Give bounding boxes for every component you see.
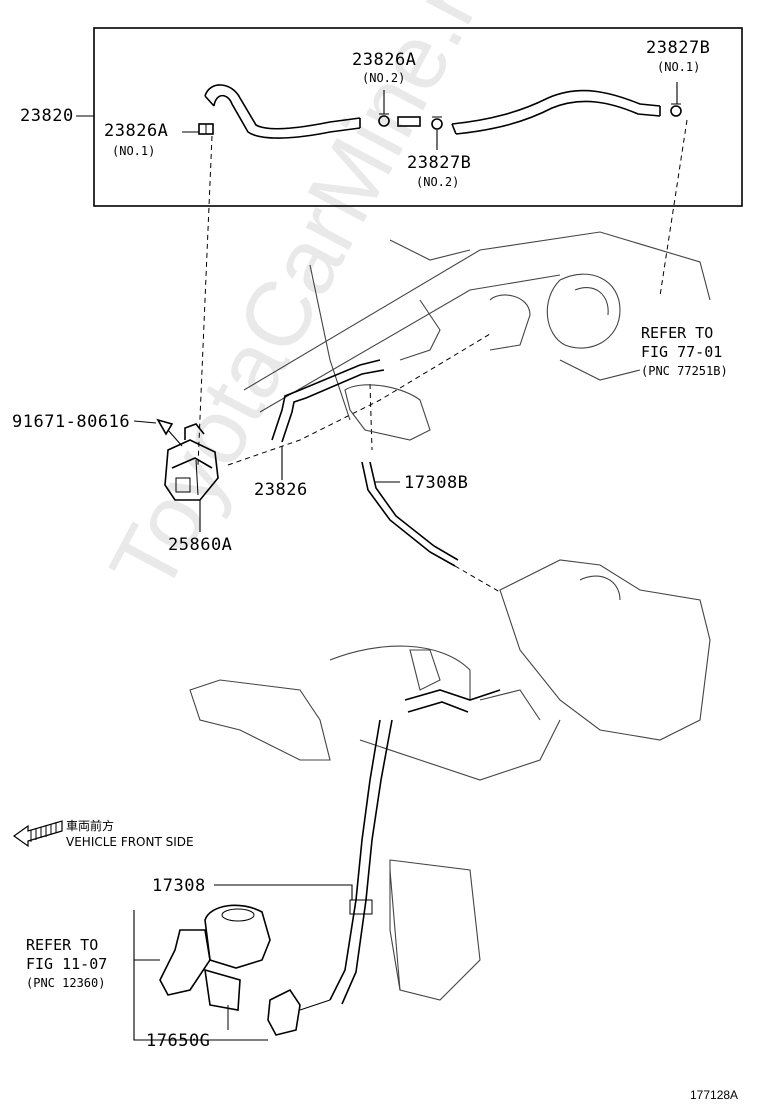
callout-23826A-no2-sub: (NO.2) [362,71,406,85]
vsv-25860A [164,423,219,501]
callout-23827B-no2-sub: (NO.2) [416,175,460,189]
callout-23826A-no1-sub: (NO.1) [112,144,156,158]
refer-line1: REFER TO [641,324,714,342]
refer-pnc: (PNC 77251B) [641,364,728,378]
clip-23827B-no2 [431,116,443,130]
callout-23827B-no1-sub: (NO.1) [657,60,701,74]
direction-note: 車両前方 VEHICLE FRONT SIDE [66,818,194,850]
clip-23826A-no1 [198,123,214,135]
front-arrow-icon [12,820,63,848]
callout-23827B-no2: 23827B [407,153,472,173]
callout-91671-80616: 91671-80616 [12,412,131,432]
callout-23826A-no2: 23826A [352,50,417,70]
direction-note-en: VEHICLE FRONT SIDE [66,835,194,849]
bolt-91671 [156,418,183,447]
callout-17650G: 17650G [146,1031,211,1051]
hose-23826 [271,359,385,443]
connector-pipe [397,116,421,127]
engine-outline [243,231,711,441]
callout-25860A: 25860A [168,535,233,555]
refer-line2: FIG 11-07 [26,955,108,973]
hose-17308B [361,461,459,567]
canister-assembly [159,904,331,1036]
refer-line2: FIG 77-01 [641,343,723,361]
refer-fig-11-07: REFER TO FIG 11-07 (PNC 12360) [26,936,107,993]
callout-17308B: 17308B [404,473,469,493]
refer-fig-77-01: REFER TO FIG 77-01 (PNC 77251B) [641,324,728,381]
clip-23827B-no1 [670,103,682,117]
diagram-code: 177128A [690,1088,739,1102]
callout-23820: 23820 [20,106,74,126]
fuel-tank-outline [189,559,711,1001]
hose-kit-box [93,27,743,207]
hose-left [204,84,361,139]
callout-17308: 17308 [152,876,206,896]
hose-right [451,89,661,135]
refer-pnc: (PNC 12360) [26,976,106,990]
hose-17308 [329,689,501,1005]
refer-line1: REFER TO [26,936,99,954]
callout-23826A-no1: 23826A [104,121,169,141]
callout-23826: 23826 [254,480,308,500]
callout-23827B-no1: 23827B [646,38,711,58]
direction-note-jp: 車両前方 [66,819,115,833]
clip-23826A-no2 [378,113,390,127]
